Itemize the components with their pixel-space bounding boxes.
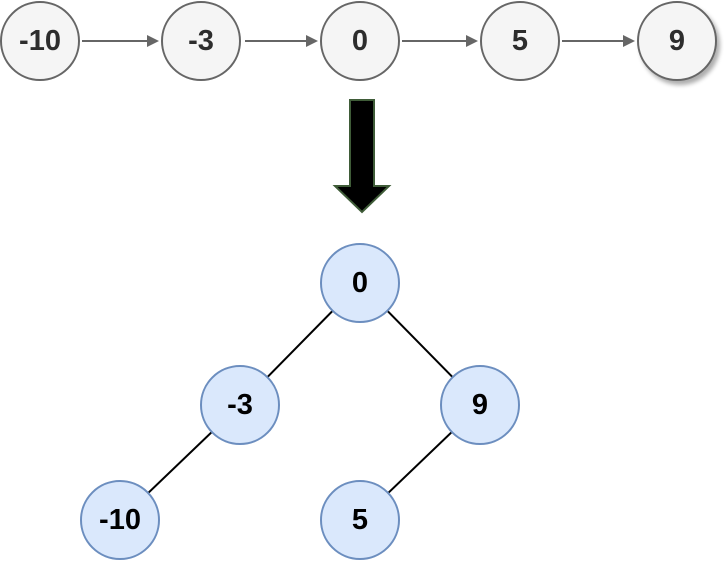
down-arrow-icon	[332, 99, 392, 214]
list-node-value: 9	[668, 24, 686, 57]
tree-node-value: 5	[351, 503, 369, 536]
list-node: 5	[480, 1, 560, 81]
tree-node-value: 0	[351, 266, 369, 299]
tree-node-right: 9	[440, 365, 520, 445]
list-node-value: 5	[511, 24, 529, 57]
tree-node-value: -10	[99, 503, 141, 536]
list-node: 0	[320, 1, 400, 81]
list-node-value: 0	[351, 24, 369, 57]
tree-node-right-leaf: 5	[320, 480, 400, 560]
tree-node-left: -3	[200, 365, 280, 445]
list-node: 9	[637, 1, 717, 81]
list-node: -3	[161, 1, 241, 81]
tree-node-value: 9	[471, 388, 489, 421]
tree-node-value: -3	[227, 388, 253, 421]
list-node: -10	[0, 1, 80, 81]
tree-node-root: 0	[320, 243, 400, 323]
tree-node-left-leaf: -10	[80, 480, 160, 560]
list-node-value: -10	[19, 24, 61, 57]
list-node-value: -3	[188, 24, 214, 57]
